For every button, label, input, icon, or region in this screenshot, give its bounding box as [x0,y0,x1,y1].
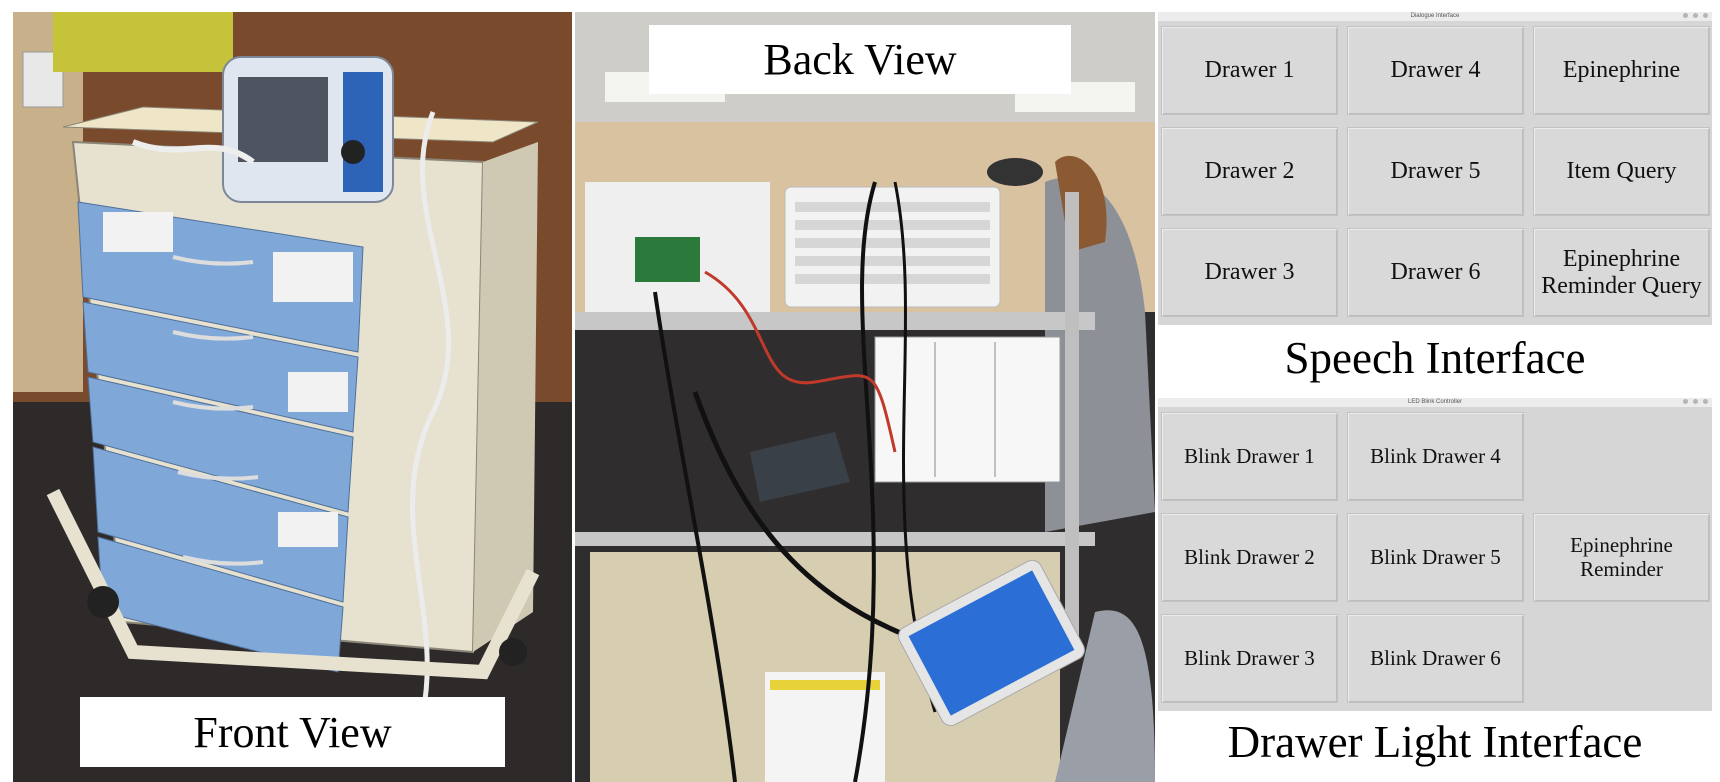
speech-interface-label: Speech Interface [1284,333,1586,383]
led-window-controls [1683,399,1708,404]
speech-window-controls [1683,13,1708,18]
close-icon[interactable] [1703,399,1708,404]
blink-drawer-4-button[interactable]: Blink Drawer 4 [1347,412,1524,501]
epinephrine-button[interactable]: Epinephrine [1533,26,1710,115]
crash-cart-back-illustration [575,12,1155,782]
epinephrine-reminder-button[interactable]: Epinephrine Reminder [1533,513,1710,602]
led-window-title: LED Blink Controller [1407,399,1463,405]
maximize-icon[interactable] [1693,399,1698,404]
led-window-titlebar: LED Blink Controller [1158,398,1712,407]
drawer-light-interface-label: Drawer Light Interface [1227,717,1643,767]
led-button-grid: Blink Drawer 1 Blink Drawer 4 Blink Draw… [1158,407,1712,703]
crash-cart-front-illustration [13,12,572,782]
front-view-photo [13,12,572,782]
item-query-button[interactable]: Item Query [1533,127,1710,216]
blink-drawer-6-button[interactable]: Blink Drawer 6 [1347,614,1524,703]
speech-button-grid: Drawer 1 Drawer 4 Epinephrine Drawer 2 D… [1158,21,1712,317]
front-view-caption: Front View [80,697,505,767]
speech-interface-window: Dialogue Interface Drawer 1 Drawer 4 Epi… [1158,12,1712,325]
drawer-2-button[interactable]: Drawer 2 [1161,127,1338,216]
blink-drawer-2-button[interactable]: Blink Drawer 2 [1161,513,1338,602]
drawer-3-button[interactable]: Drawer 3 [1161,228,1338,317]
minimize-icon[interactable] [1683,399,1688,404]
back-view-caption: Back View [649,25,1071,94]
speech-window-titlebar: Dialogue Interface [1158,12,1712,21]
blink-drawer-3-button[interactable]: Blink Drawer 3 [1161,614,1338,703]
maximize-icon[interactable] [1693,13,1698,18]
empty-grid-cell [1533,614,1710,703]
close-icon[interactable] [1703,13,1708,18]
drawer-5-button[interactable]: Drawer 5 [1347,127,1524,216]
drawer-4-button[interactable]: Drawer 4 [1347,26,1524,115]
led-blink-controller-window: LED Blink Controller Blink Drawer 1 Blin… [1158,398,1712,711]
blink-drawer-1-button[interactable]: Blink Drawer 1 [1161,412,1338,501]
minimize-icon[interactable] [1683,13,1688,18]
blink-drawer-5-button[interactable]: Blink Drawer 5 [1347,513,1524,602]
drawer-6-button[interactable]: Drawer 6 [1347,228,1524,317]
back-view-photo [575,12,1155,782]
epinephrine-reminder-query-button[interactable]: Epinephrine Reminder Query [1533,228,1710,317]
drawer-1-button[interactable]: Drawer 1 [1161,26,1338,115]
speech-window-title: Dialogue Interface [1410,13,1460,19]
empty-grid-cell [1533,412,1710,501]
